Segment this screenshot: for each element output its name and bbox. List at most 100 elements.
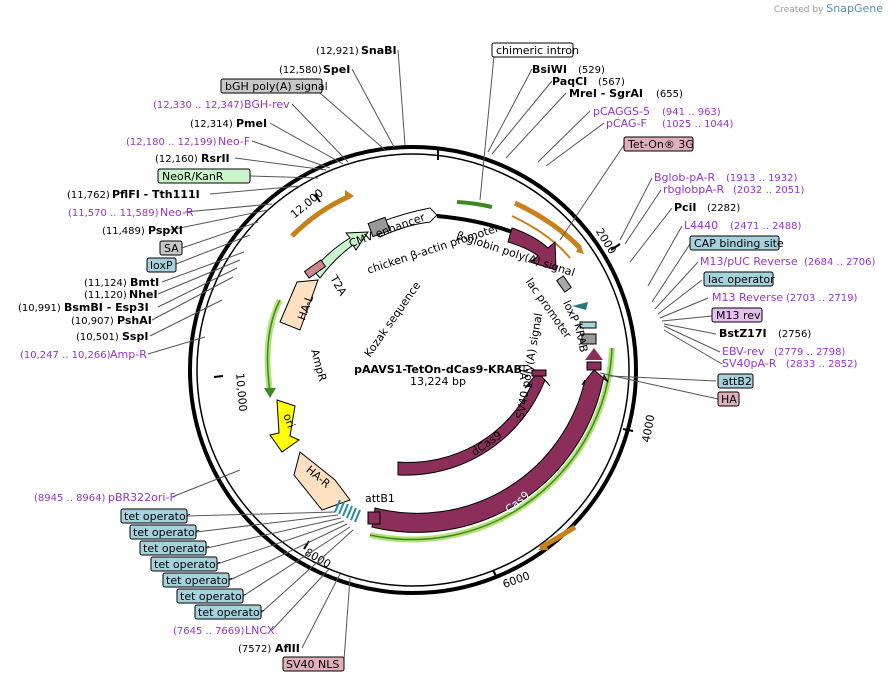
right-label-cap-binding-site-name: CAP binding site	[694, 237, 784, 250]
right-label-sv40pa-r[interactable]: SV40pA-R (2833 .. 2852)	[722, 357, 858, 370]
right-label-rbglobpa-r[interactable]: rbglobpA-R (2032 .. 2051)	[663, 183, 805, 196]
right-label-paqci[interactable]: PaqCI (567)	[552, 75, 625, 88]
left-label-pflfi[interactable]: (11,762) PflFI - Tth111I	[67, 188, 200, 201]
left-label-sa-box	[159, 240, 183, 256]
left-label-spei-name: SpeI	[323, 63, 350, 76]
right-label-m13-reverse-position: (2703 .. 2719)	[786, 293, 858, 304]
left-label-sv40-nls[interactable]: SV40 NLS	[282, 656, 345, 672]
right-label-lac-operator[interactable]: lac operator	[703, 271, 775, 287]
right-label-ha[interactable]: HA	[717, 391, 740, 407]
right-label-ebv-rev[interactable]: EBV-rev (2779 .. 2798)	[722, 345, 846, 358]
right-label-ebv-rev-position: (2779 .. 2798)	[774, 347, 846, 358]
left-label-rsrii[interactable]: (12,160) RsrII	[155, 152, 230, 165]
right-label-bstz17i[interactable]: BstZ17I (2756)	[719, 327, 811, 340]
right-label-pcii[interactable]: PciI (2282)	[674, 201, 740, 214]
right-label-mrei-position: (655)	[656, 89, 683, 100]
left-label-nhei[interactable]: (11,120) NheI	[84, 288, 158, 301]
right-label-m13-rev[interactable]: M13 rev	[711, 307, 763, 323]
right-label-l4440-name: L4440	[684, 219, 718, 232]
chimeric-intron-block	[367, 216, 391, 238]
right-label-sv40pa-r-name: SV40pA-R	[722, 357, 777, 370]
left-label-bsmbi[interactable]: (10,991) BsmBI - Esp3I	[18, 301, 149, 314]
attb1-label: attB1	[365, 492, 395, 505]
right-label-bglob-pa-r-name: Bglob-pA-R	[654, 171, 716, 184]
krab-block	[581, 333, 597, 345]
right-label-chimeric-intron-name: chimeric intron	[496, 44, 579, 57]
right-label-attb2-box	[717, 373, 754, 389]
right-label-pcag-f-position: (1025 .. 1044)	[662, 119, 734, 130]
right-label-mrei[interactable]: MreI - SgrAI (655)	[569, 87, 683, 100]
right-label-l4440[interactable]: L4440 (2471 .. 2488)	[684, 219, 802, 232]
left-label-lncx[interactable]: (7645 .. 7669) LNCX	[173, 624, 275, 637]
right-label-chimeric-intron-box	[491, 42, 574, 58]
left-label-tet-operator-5-box	[162, 572, 230, 588]
left-label-pspxi[interactable]: (11,489) PspXI	[102, 224, 183, 237]
right-label-m13-rev-box	[711, 307, 763, 323]
left-label-tet-operator-1[interactable]: tet operator	[120, 508, 191, 524]
ha-r-block	[293, 451, 351, 511]
left-label-aflii[interactable]: (7572) AflII	[238, 642, 300, 655]
left-label-neo-f-name: Neo-F	[218, 135, 250, 148]
left-label-sa[interactable]: SA	[159, 240, 183, 256]
left-label-tet-operator-2[interactable]: tet operator	[129, 524, 200, 540]
right-label-cap-binding-site-box	[689, 235, 780, 251]
right-label-cap-binding-site[interactable]: CAP binding site	[689, 235, 784, 251]
left-label-tet-operator-6[interactable]: tet operator	[176, 588, 247, 604]
right-label-pcii-name: PciI	[674, 201, 696, 214]
left-label-sspi[interactable]: (10,501) SspI	[76, 330, 148, 343]
left-label-bgh-rev-name: BGH-rev	[244, 98, 290, 111]
left-label-pbr322ori-f-position: (8945 .. 8964)	[34, 493, 106, 504]
left-label-bsmbi-position: (10,991)	[18, 303, 61, 314]
ha-l-block	[279, 279, 319, 331]
left-label-lncx-name: LNCX	[245, 624, 275, 637]
left-label-tet-operator-7-name: tet operator	[198, 606, 265, 619]
left-label-pmei[interactable]: (12,314) PmeI	[190, 117, 267, 130]
left-label-tet-operator-3[interactable]: tet operator	[139, 540, 210, 556]
right-label-bglob-pa-r[interactable]: Bglob-pA-R (1913 .. 1932)	[654, 171, 798, 184]
chicken-actin-promoter-line	[436, 214, 513, 234]
left-connectors	[147, 49, 406, 661]
right-label-bstz17i-name: BstZ17I	[719, 327, 767, 340]
left-label-psHai[interactable]: (10,907) PshAI	[71, 314, 152, 327]
green-arrow-top	[456, 200, 493, 209]
left-label-amp-r[interactable]: (10,247 .. 10,266) Amp-R	[20, 348, 147, 361]
orange-arrowhead-bottom	[538, 542, 548, 550]
left-label-snabi[interactable]: (12,921) SnaBI	[316, 44, 397, 57]
loxp-block	[579, 321, 597, 329]
right-label-ha-box	[717, 391, 740, 407]
left-label-pspxi-position: (11,489)	[102, 226, 145, 237]
left-label-neo-f[interactable]: (12,180 .. 12,199) Neo-F	[126, 135, 250, 148]
orange-arrowhead-right-a	[576, 244, 584, 254]
left-label-loxp[interactable]: loxP	[146, 257, 177, 273]
left-label-aflii-position: (7572)	[238, 644, 271, 655]
right-label-attb2[interactable]: attB2	[717, 373, 754, 389]
right-label-pcaggs-5[interactable]: pCAGGS-5 (941 .. 963)	[593, 105, 721, 118]
left-label-neo-r[interactable]: (11,570 .. 11,589) Neo-R	[68, 206, 194, 219]
left-label-neor-kanr[interactable]: NeoR/KanR	[157, 168, 251, 184]
left-label-bgh-rev[interactable]: (12,330 .. 12,347) BGH-rev	[153, 98, 290, 111]
left-label-pbr322ori-f[interactable]: (8945 .. 8964) pBR322ori-F	[34, 491, 176, 504]
tet-on-3g-arrow	[507, 227, 557, 271]
left-label-aflii-name: AflII	[275, 642, 300, 655]
plasmid-size: 13,224 bp	[410, 375, 466, 388]
ori-label: ori	[280, 412, 297, 430]
left-label-bgh-polya[interactable]: bGH poly(A) signal	[220, 78, 328, 94]
left-label-tet-operator-3-name: tet operator	[143, 542, 210, 555]
left-label-tet-operator-5[interactable]: tet operator	[162, 572, 233, 588]
right-label-m13-reverse[interactable]: M13 Reverse (2703 .. 2719)	[712, 291, 858, 304]
right-label-pcag-f[interactable]: pCAG-F (1025 .. 1044)	[606, 117, 734, 130]
left-label-spei[interactable]: (12,580) SpeI	[279, 63, 350, 76]
left-label-tet-operator-7[interactable]: tet operator	[194, 604, 265, 620]
right-label-m13-puc-reverse[interactable]: M13/pUC Reverse (2684 .. 2706)	[700, 255, 876, 268]
right-label-tet-on-3g[interactable]: Tet-On® 3G	[623, 136, 694, 152]
right-label-ha-name: HA	[721, 393, 737, 406]
left-label-tet-operator-1-box	[120, 508, 188, 524]
left-label-tet-operator-4[interactable]: tet operator	[150, 556, 221, 572]
right-label-chimeric-intron[interactable]: chimeric intron	[491, 42, 579, 58]
left-label-bmti[interactable]: (11,124) BmtI	[84, 276, 159, 289]
right-label-attb2-name: attB2	[722, 375, 752, 388]
right-label-bsiwi[interactable]: BsiWI (529)	[532, 63, 605, 76]
left-label-bsmbi-name: BsmBI - Esp3I	[64, 301, 149, 314]
left-label-neor-kanr-box	[157, 168, 251, 184]
right-label-m13-rev-name: M13 rev	[716, 309, 761, 322]
